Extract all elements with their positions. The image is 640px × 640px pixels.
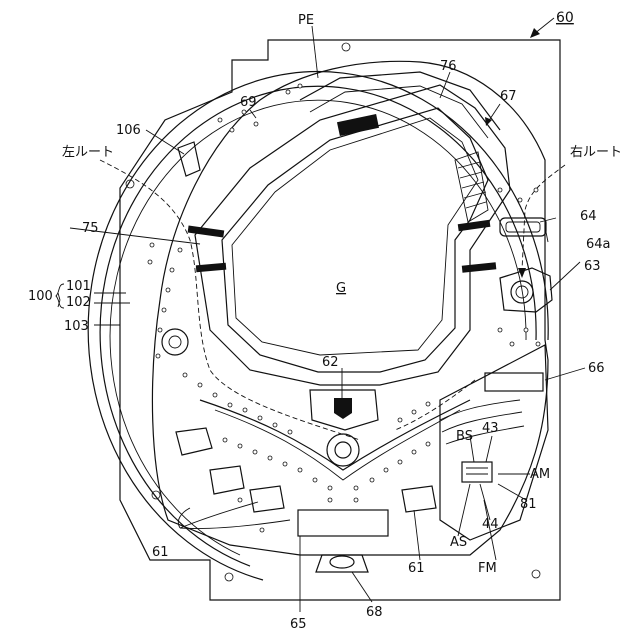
lever-106 xyxy=(178,142,200,176)
frame-clamp xyxy=(337,114,379,136)
label-BS: BS xyxy=(456,429,473,444)
out-hole-opening xyxy=(330,556,354,568)
sensor-43-detail xyxy=(466,468,488,474)
left-route-path xyxy=(100,160,360,440)
label-101: 101 xyxy=(66,279,91,294)
label-69: 69 xyxy=(240,95,257,110)
display-area-G xyxy=(232,118,478,355)
corner-hole xyxy=(225,573,233,581)
corner-hole xyxy=(532,570,540,578)
label-67: 67 xyxy=(500,89,517,104)
label-81: 81 xyxy=(520,497,537,512)
left-windmill-inner xyxy=(169,336,181,348)
label-66: 66 xyxy=(588,361,605,376)
panel-66 xyxy=(485,373,543,391)
label-AM: AM xyxy=(530,467,550,482)
frame-clamp xyxy=(188,226,225,238)
label-43: 43 xyxy=(482,421,499,436)
sensor-43 xyxy=(462,462,492,482)
out-hole-68 xyxy=(316,555,368,572)
label-right-route: 右ルート xyxy=(570,145,622,160)
pocket-61-right xyxy=(402,486,436,512)
label-65: 65 xyxy=(290,617,307,632)
label-PE: PE xyxy=(298,13,314,28)
label-75: 75 xyxy=(82,221,99,236)
display-frame-inner xyxy=(222,108,488,372)
label-62: 62 xyxy=(322,355,339,370)
left-windmill xyxy=(162,329,188,355)
inner-rail-102 xyxy=(100,86,536,566)
label-63: 63 xyxy=(584,259,601,274)
pocket-61-left-1 xyxy=(176,428,212,455)
center-stage-cup xyxy=(334,398,352,419)
label-103: 103 xyxy=(64,319,89,334)
label-AS: AS xyxy=(450,535,467,550)
label-64a: 64a xyxy=(586,237,611,252)
label-102: 102 xyxy=(66,295,91,310)
corner-hole xyxy=(342,43,350,51)
winning-device-63 xyxy=(500,268,552,312)
connector-64 xyxy=(500,218,546,236)
display-label-G: G xyxy=(336,281,346,296)
label-76: 76 xyxy=(440,59,457,74)
label-left-route: 左ルート xyxy=(62,145,114,160)
label-61-left: 61 xyxy=(152,545,169,560)
frame-clamp xyxy=(196,263,226,273)
panel-65 xyxy=(298,510,388,536)
hatched-block xyxy=(455,152,488,222)
brace-100 xyxy=(56,284,64,308)
label-64: 64 xyxy=(580,209,597,224)
label-FM: FM xyxy=(478,561,497,576)
connector-64a xyxy=(506,222,540,232)
label-100: 100 xyxy=(28,289,53,304)
pocket-61-left-2 xyxy=(210,466,244,494)
label-44: 44 xyxy=(482,517,499,532)
pocket-61-left-3 xyxy=(250,486,284,512)
label-68: 68 xyxy=(366,605,383,620)
rail-101 xyxy=(110,100,526,555)
label-106: 106 xyxy=(116,123,141,138)
label-61-right: 61 xyxy=(408,561,425,576)
frame-clamp xyxy=(462,262,497,273)
figure-ref: 60 xyxy=(556,10,574,26)
start-chucker xyxy=(327,434,359,466)
leader-lines xyxy=(58,18,585,612)
start-chucker-inner xyxy=(335,442,351,458)
frame-clamp xyxy=(458,220,491,231)
